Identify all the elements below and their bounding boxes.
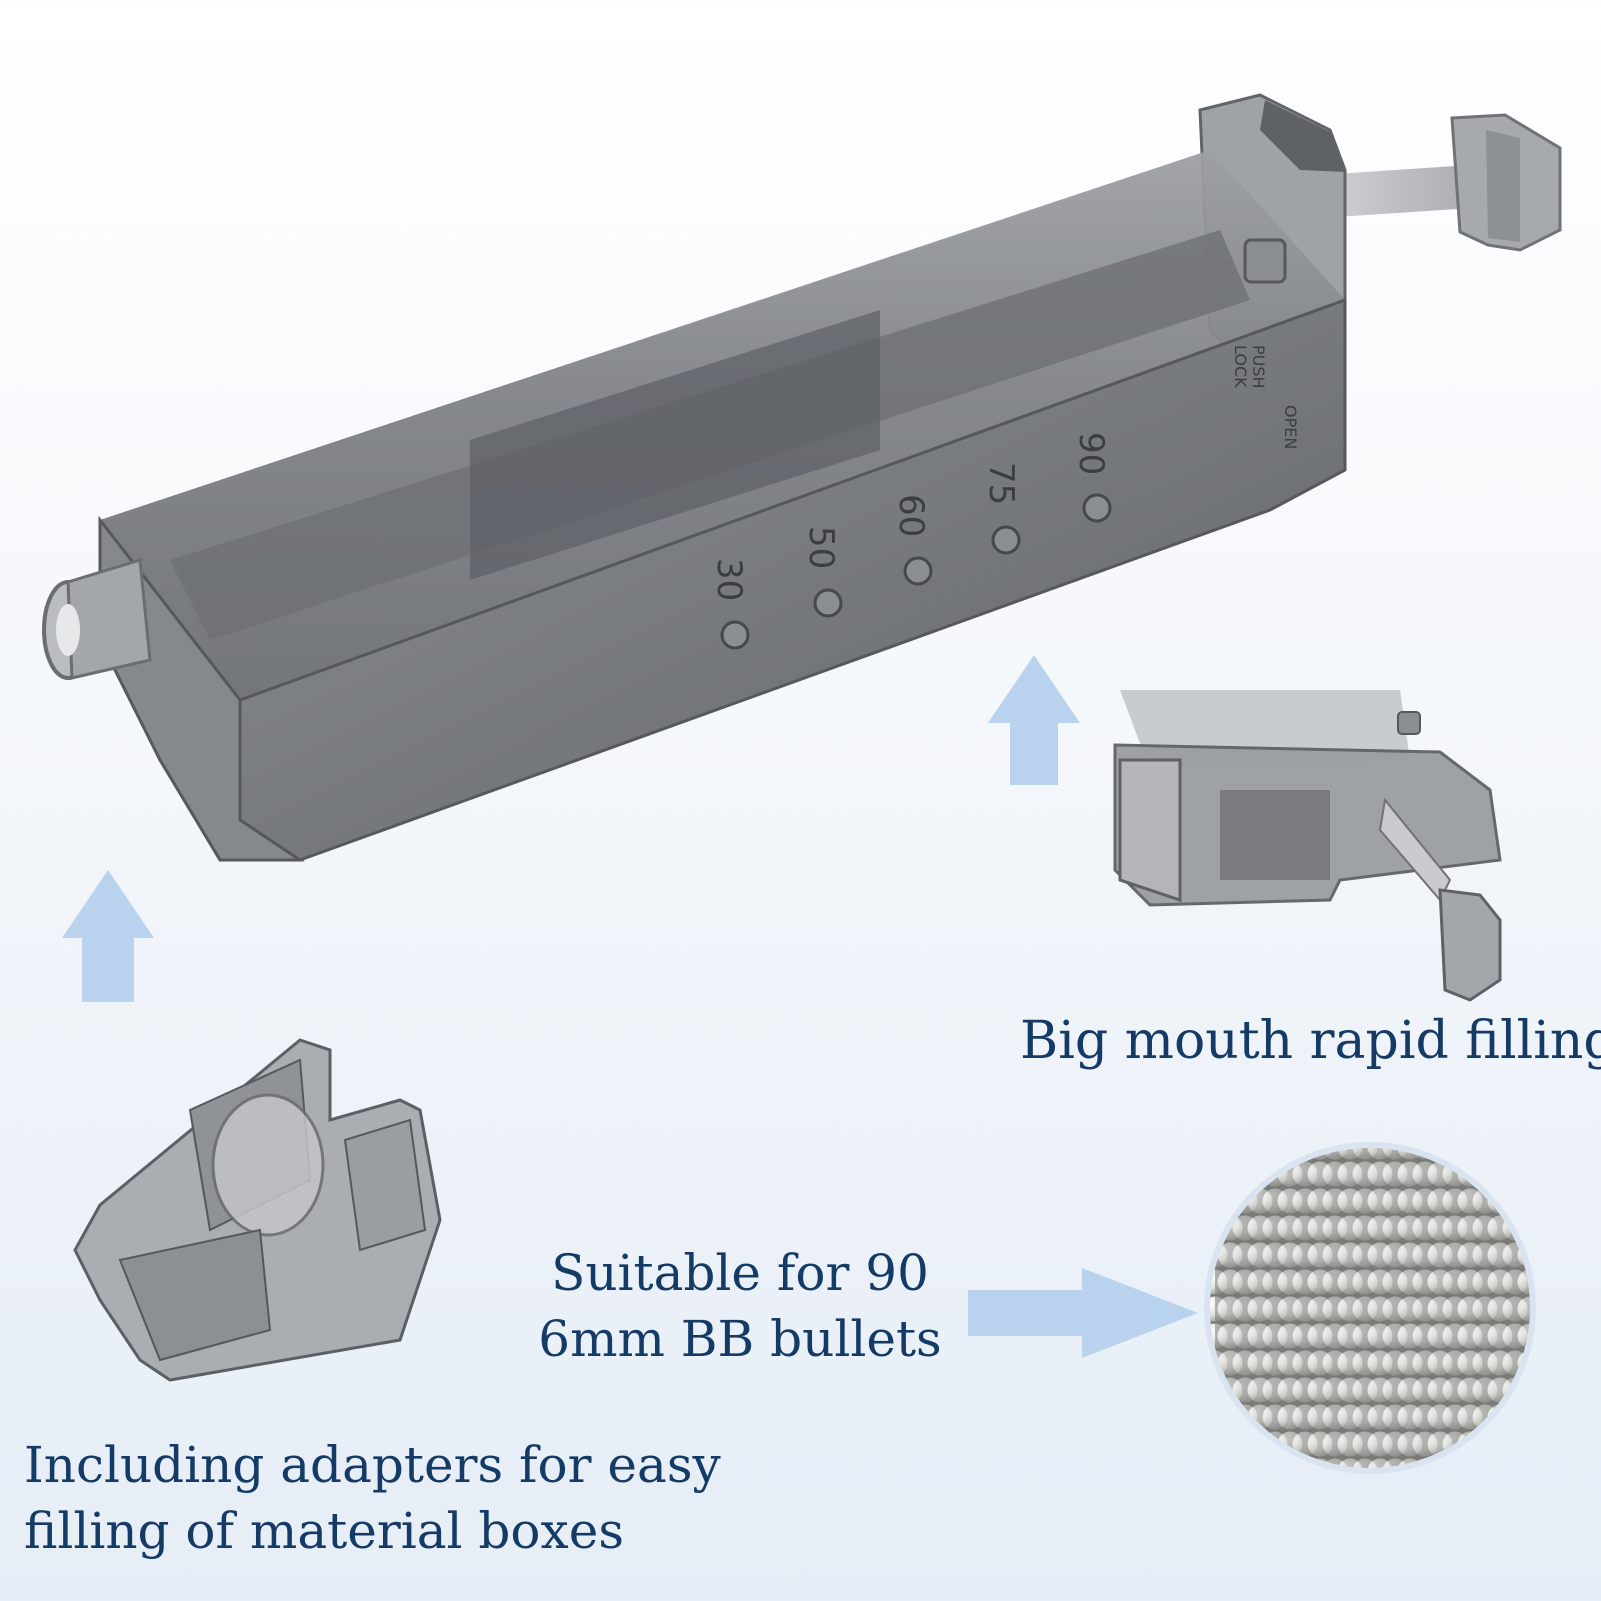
adapters-caption-line-1: Including adapters for easy: [24, 1436, 721, 1494]
bb-capacity-caption: Suitable for 90 6mm BB bullets: [530, 1240, 950, 1372]
arrow-up-icon: [988, 655, 1080, 785]
arrow-right-icon: [968, 1268, 1198, 1358]
scale-marking: 50: [801, 526, 841, 569]
arrow-up-icon: [62, 870, 154, 1002]
bb-capacity-caption-line-1: Suitable for 90: [551, 1244, 929, 1302]
big-mouth-detail: [1113, 690, 1502, 1002]
push-marking: PUSH: [1249, 345, 1268, 389]
lock-marking: LOCK: [1231, 345, 1250, 388]
open-marking: OPEN: [1281, 405, 1300, 449]
scale-marking: 30: [709, 558, 749, 601]
big-mouth-caption: Big mouth rapid filling: [1020, 1011, 1601, 1071]
speedloader-main: PUSH LOCK OPEN 30 50 60 75 90: [42, 93, 1562, 862]
adapters-caption: Including adapters for easy filling of m…: [24, 1432, 721, 1564]
bb-capacity-caption-line-2: 6mm BB bullets: [538, 1310, 942, 1368]
scale-marking: 75: [981, 462, 1021, 505]
scale-marking: 90: [1071, 432, 1111, 475]
adapter-piece: [73, 1038, 442, 1382]
bb-bullets-circle: [1204, 1142, 1536, 1474]
scale-marking: 60: [891, 494, 931, 537]
adapters-caption-line-2: filling of material boxes: [24, 1502, 624, 1560]
